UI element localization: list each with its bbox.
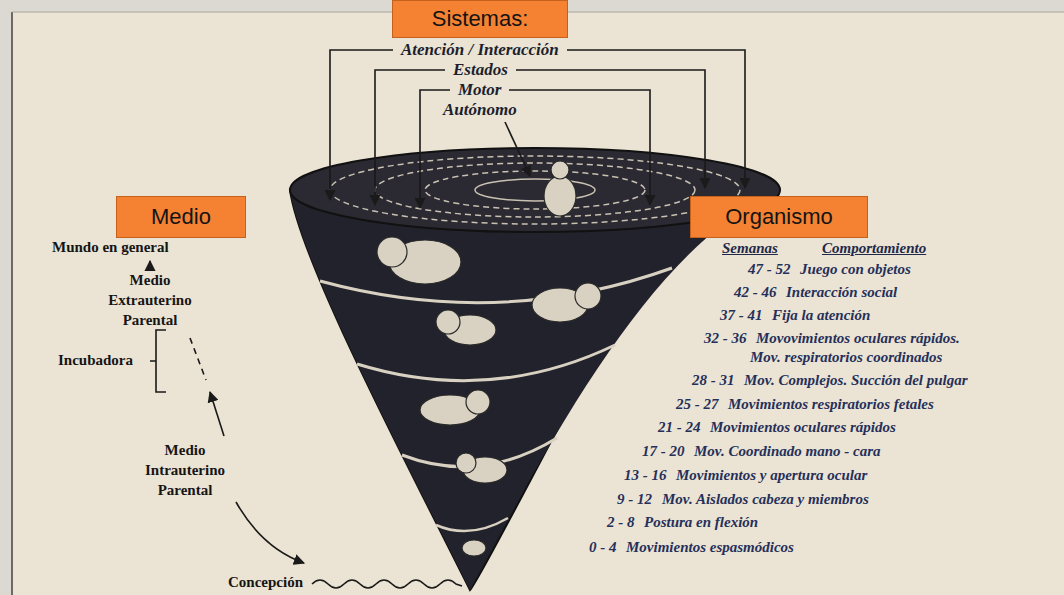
- box-label: Sistemas:: [432, 6, 529, 32]
- column-header: Comportamiento: [822, 239, 926, 257]
- system-label: Estados: [453, 60, 508, 80]
- baby-head: [377, 237, 407, 267]
- environment-label: Mundo en general: [52, 238, 169, 256]
- system-ring: [375, 163, 695, 217]
- orange-callout-box: Sistemas:: [392, 0, 568, 38]
- week-range: 37 - 41: [720, 306, 763, 324]
- behavior-text: Interacción social: [786, 283, 897, 301]
- incubator-bracket: [150, 330, 166, 392]
- week-range: 21 - 24: [658, 418, 701, 436]
- spiral-band: [320, 268, 672, 303]
- funnel-body: [290, 190, 780, 590]
- orange-callout-box: Organismo: [690, 196, 868, 238]
- behavior-text: Movimientos respiratorios fetales: [728, 395, 934, 413]
- baby-figures: [377, 161, 601, 556]
- paper-edge: [11, 12, 13, 595]
- week-range: 13 - 16: [624, 466, 667, 484]
- behavior-text: Fija la atención: [772, 306, 870, 324]
- week-range: 32 - 36: [704, 329, 747, 347]
- behavior-text: Postura en flexión: [644, 513, 758, 531]
- paper-ground: [12, 12, 1064, 595]
- baby-head: [575, 283, 601, 309]
- week-range: 17 - 20: [642, 442, 685, 460]
- system-label: Atención / Interacción: [401, 40, 559, 60]
- behavior-text: Movimientos oculares rápidos: [710, 418, 896, 436]
- week-range: 25 - 27: [676, 395, 719, 413]
- environment-marks: [150, 261, 462, 588]
- week-range: 0 - 4: [589, 538, 617, 556]
- baby-head: [436, 310, 460, 334]
- behavior-text: Movovimientos oculares rápidos.: [756, 329, 960, 347]
- environment-label: Incubadora: [58, 351, 133, 369]
- up-arrow: [149, 261, 151, 270]
- behavior-text: Mov. Coordinado mano - cara: [694, 442, 881, 460]
- system-label: Autónomo: [443, 100, 517, 120]
- column-header: Semanas: [722, 239, 778, 257]
- up-arrow: [210, 392, 224, 436]
- box-label: Medio: [151, 204, 211, 230]
- environment-label: Medio Extrauterino Parental: [90, 270, 210, 330]
- behavior-text: Movimientos y apertura ocular: [676, 466, 867, 484]
- behavior-text: Movimientos espasmódicos: [626, 538, 794, 556]
- orange-callout-box: Medio: [116, 196, 246, 238]
- system-arrow: [505, 122, 530, 176]
- dashed-link: [190, 338, 206, 380]
- behavior-text: Mov. Complejos. Succión del pulgar: [744, 371, 968, 389]
- week-range: 9 - 12: [617, 490, 652, 508]
- week-range: 47 - 52: [748, 260, 791, 278]
- baby-head: [466, 390, 490, 414]
- system-ring: [475, 179, 595, 201]
- baby-head: [551, 161, 569, 179]
- week-range: 42 - 46: [734, 283, 777, 301]
- spiral-band: [357, 345, 615, 381]
- curved-arrow: [236, 502, 304, 563]
- behavior-text: Juego con objetos: [800, 260, 911, 278]
- baby-head: [456, 453, 476, 473]
- box-label: Organismo: [725, 204, 833, 230]
- environment-label: Concepción: [228, 573, 303, 591]
- system-arrow: [516, 70, 705, 188]
- baby-figure: [462, 540, 486, 556]
- conception-squiggle: [312, 580, 462, 588]
- system-arrow: [330, 50, 393, 200]
- behavior-text: Mov. Aislados cabeza y miembros: [662, 490, 869, 508]
- spiral-band: [436, 518, 508, 531]
- baby-figure: [544, 176, 576, 216]
- behavior-text: Mov. respiratorios coordinados: [750, 348, 942, 366]
- system-ring: [330, 156, 740, 224]
- system-ring: [425, 171, 645, 209]
- system-arrows: [330, 50, 745, 208]
- system-label: Motor: [458, 80, 501, 100]
- week-range: 2 - 8: [607, 513, 635, 531]
- funnel-body: [290, 190, 780, 590]
- system-arrow: [509, 90, 650, 205]
- environment-label: Medio Intrauterino Parental: [125, 440, 245, 500]
- week-range: 28 - 31: [692, 371, 735, 389]
